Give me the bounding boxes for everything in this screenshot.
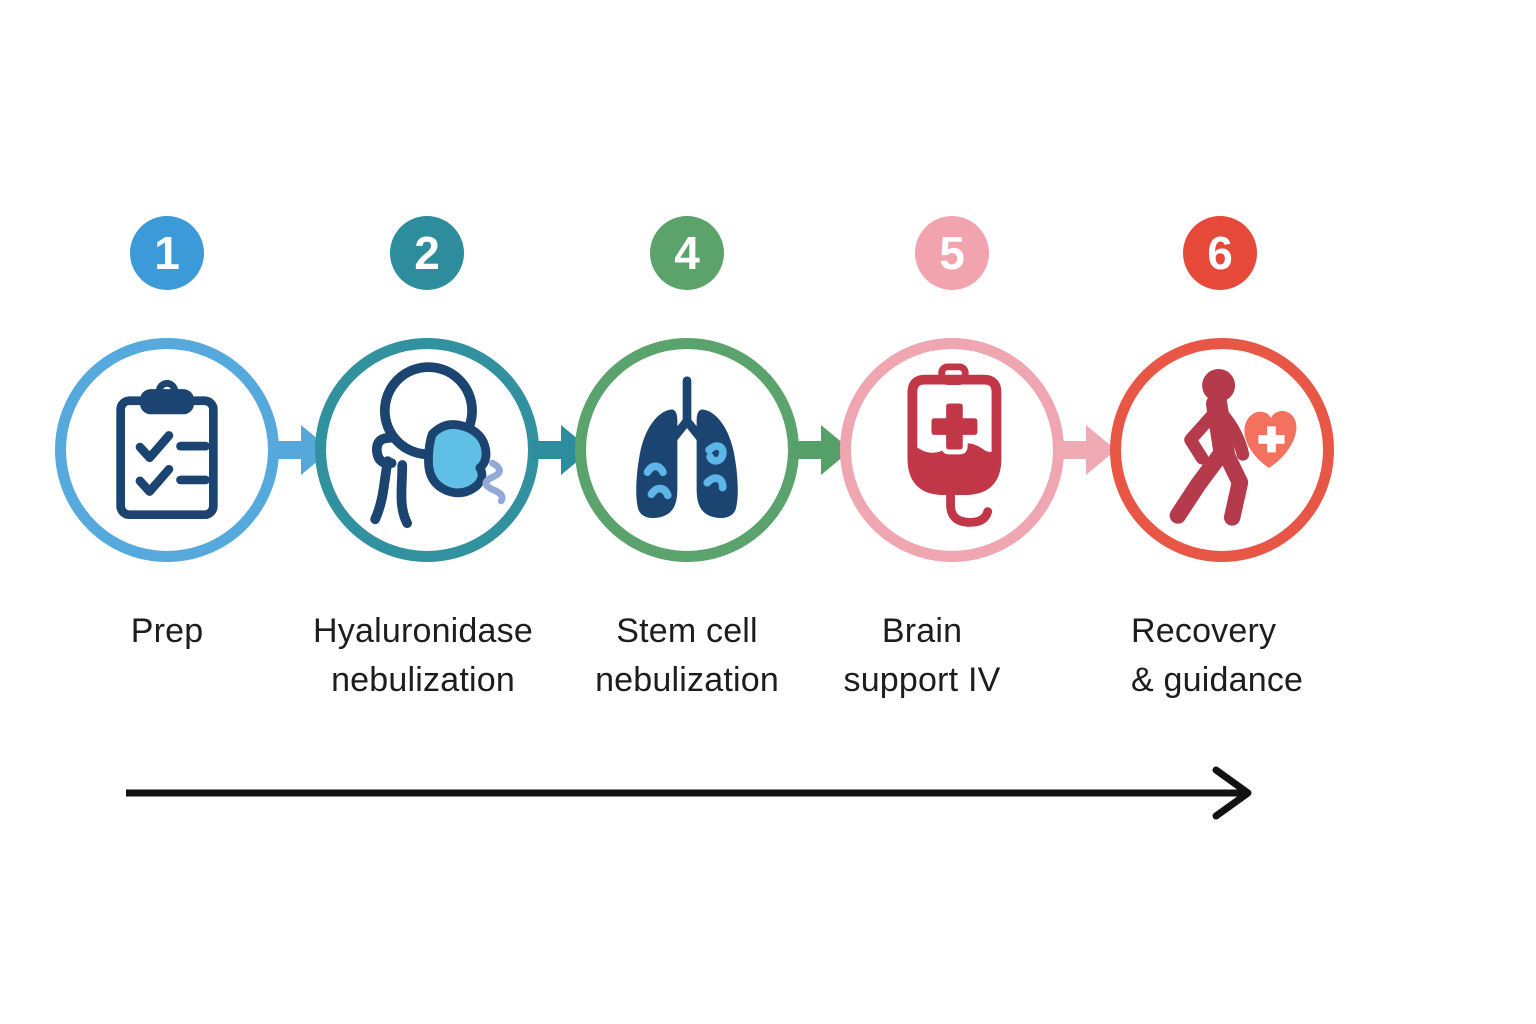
step-number-badge: 6 <box>1183 216 1257 290</box>
connector-arrow-tail <box>1056 441 1088 459</box>
iv-tube <box>946 485 993 527</box>
connector-arrow-tail <box>271 441 303 459</box>
step-number-badge: 5 <box>915 216 989 290</box>
person-back-arm <box>1184 407 1221 465</box>
timeline-arrowhead <box>1212 766 1252 820</box>
clipboard-board <box>116 396 218 520</box>
step-circle <box>1110 338 1334 562</box>
step-label: Recovery & guidance <box>1131 607 1411 705</box>
neck-back-line <box>370 456 393 525</box>
connector-arrow-head <box>821 425 851 475</box>
step-label-line1: Prep <box>130 612 204 650</box>
iv-bag-liquid <box>912 443 997 491</box>
walking-recovery-icon <box>1169 369 1297 526</box>
clipboard-clip <box>139 389 195 415</box>
connector-arrow-tail <box>531 441 563 459</box>
step-circle <box>315 338 539 562</box>
step-circle <box>840 338 1064 562</box>
iv-bag-icon <box>907 363 1002 527</box>
lung-squiggle <box>703 474 727 492</box>
person-head <box>1202 369 1236 402</box>
step-label-line2: support IV <box>843 661 1001 699</box>
step-circle <box>55 338 279 562</box>
lung-squiggle <box>643 462 667 476</box>
step-label: Stem cell nebulization <box>547 607 827 705</box>
step-number-badge: 1 <box>130 216 204 290</box>
neck-front-line <box>396 460 412 529</box>
checkmark <box>135 464 174 496</box>
connector-arrow-tail <box>791 441 823 459</box>
step-label: Brain support IV <box>782 607 1062 705</box>
checkmark <box>135 431 174 463</box>
heart-cross <box>1258 426 1285 453</box>
timeline-arrow <box>126 766 1252 820</box>
lung-squiggle <box>647 484 672 500</box>
person-front-arm <box>1217 409 1250 461</box>
breath-squiggle <box>482 459 506 505</box>
lung-squiggle <box>705 442 727 465</box>
step-label-line1: Stem cell <box>616 612 758 650</box>
step-label-line1: Brain <box>881 612 963 650</box>
step-label-line1: Recovery <box>1131 612 1277 650</box>
connector-arrow-icon <box>1056 419 1120 481</box>
step-label: Prep <box>27 607 307 656</box>
step-label-line1: Hyaluronidase <box>313 612 533 650</box>
person-front-leg <box>1217 444 1249 526</box>
nebulizer-mask <box>424 420 491 498</box>
medical-cross <box>926 398 983 455</box>
connector-arrow-head <box>1086 425 1116 475</box>
clipboard-checklist-icon <box>116 380 218 520</box>
step-label-line2: & guidance <box>1131 661 1304 699</box>
step-number-badge: 4 <box>650 216 724 290</box>
step-label: Hyaluronidase nebulization <box>283 607 563 705</box>
nebulization-mask-icon <box>370 362 506 529</box>
step-label-line2: nebulization <box>595 661 779 699</box>
iv-bag-body <box>907 374 1002 495</box>
lungs-icon <box>636 376 738 519</box>
step-label-line2: nebulization <box>331 661 515 699</box>
step-number-badge: 2 <box>390 216 464 290</box>
person-back-leg <box>1169 446 1229 524</box>
connector-arrow-icon <box>791 419 855 481</box>
step-circle <box>575 338 799 562</box>
